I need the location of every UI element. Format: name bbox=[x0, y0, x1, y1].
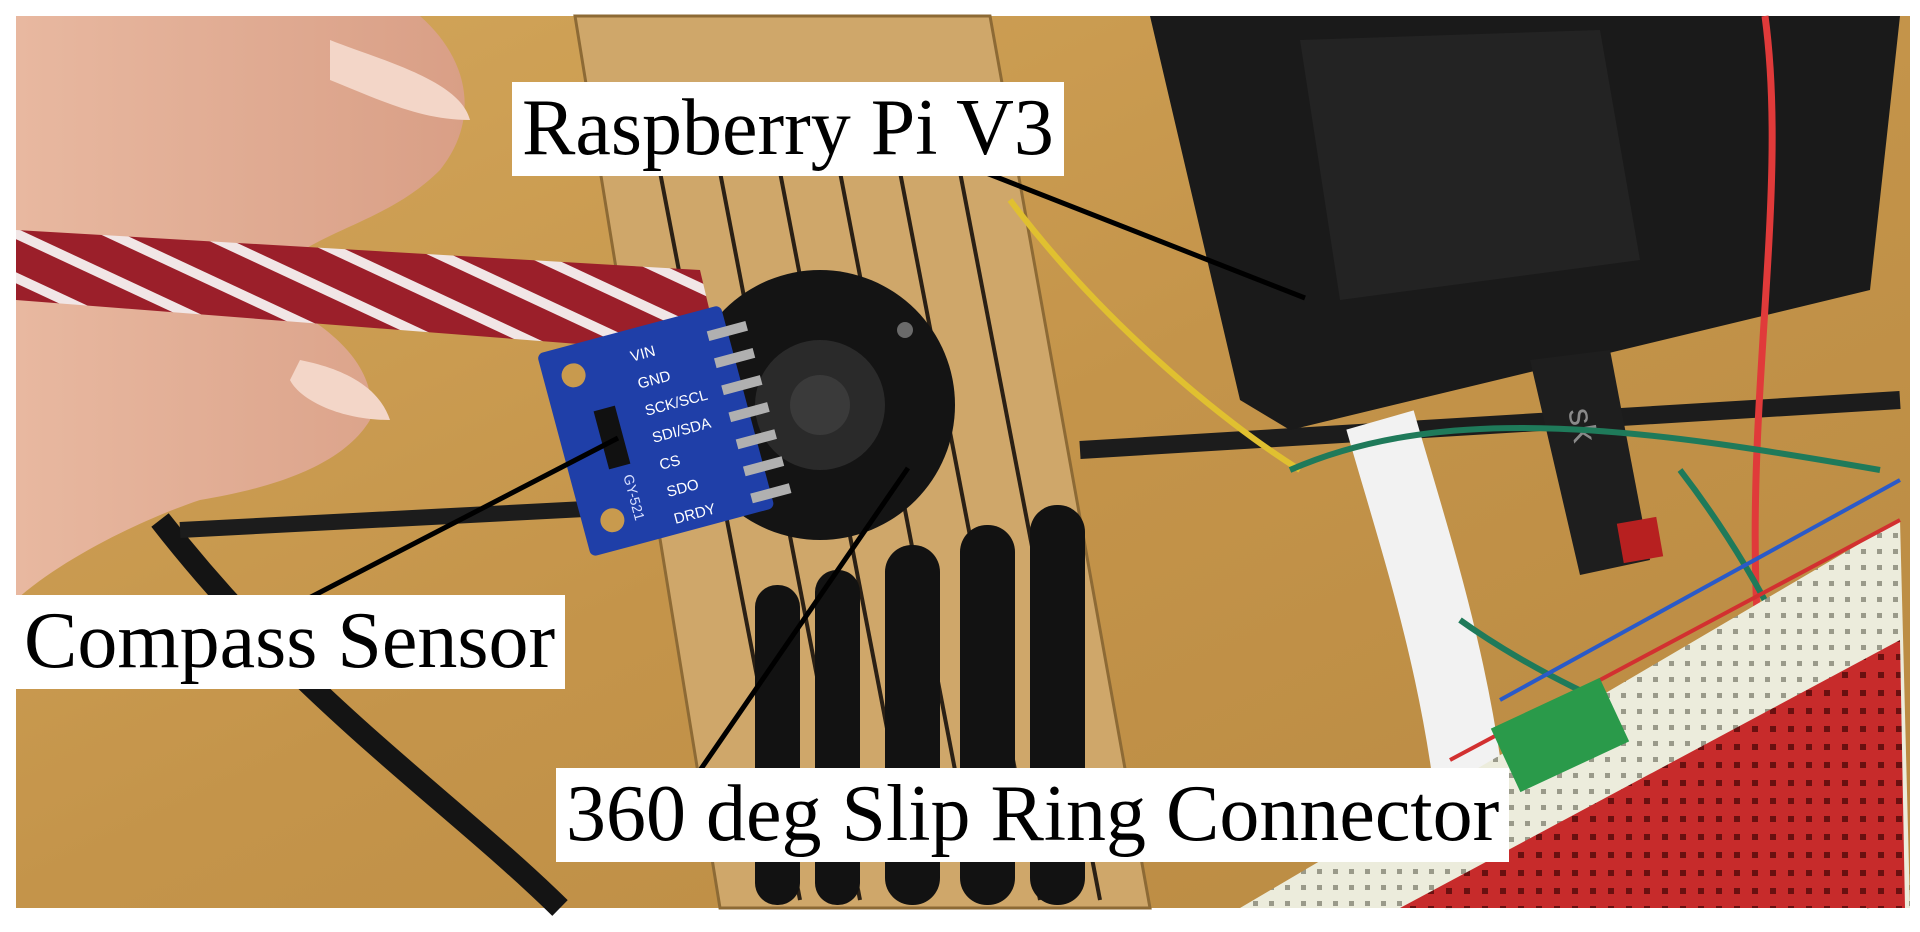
pointer-line-compass bbox=[280, 435, 620, 615]
sensor-chip bbox=[593, 405, 631, 470]
usb-drive: sk bbox=[1530, 350, 1664, 575]
breadboard-edge bbox=[1400, 640, 1905, 908]
finger-nail bbox=[290, 360, 390, 420]
pin-label: VIN bbox=[629, 343, 658, 366]
black-cable bbox=[1079, 391, 1901, 459]
pin-label: CS bbox=[658, 452, 683, 474]
header-pins bbox=[706, 321, 792, 504]
compass-sensor-board: GY-521 VIN GND SCK/SCL SDI/SDA CS SDO DR… bbox=[538, 306, 792, 556]
finger-nail bbox=[330, 40, 470, 120]
label-compass-sensor: Compass Sensor bbox=[14, 595, 566, 689]
usb-drive-text: sk bbox=[1560, 405, 1604, 446]
label-raspberry-pi: Raspberry Pi V3 bbox=[512, 82, 1064, 176]
green-wire bbox=[1288, 425, 1881, 473]
pointer-line-slip bbox=[689, 466, 911, 784]
yellow-wire bbox=[1007, 198, 1302, 473]
pointer-line-pi bbox=[947, 155, 1306, 301]
black-cable bbox=[151, 513, 568, 916]
ribbon-cable bbox=[16, 230, 720, 355]
led-module bbox=[1490, 677, 1630, 793]
label-slip-ring: 360 deg Slip Ring Connector bbox=[556, 768, 1510, 862]
